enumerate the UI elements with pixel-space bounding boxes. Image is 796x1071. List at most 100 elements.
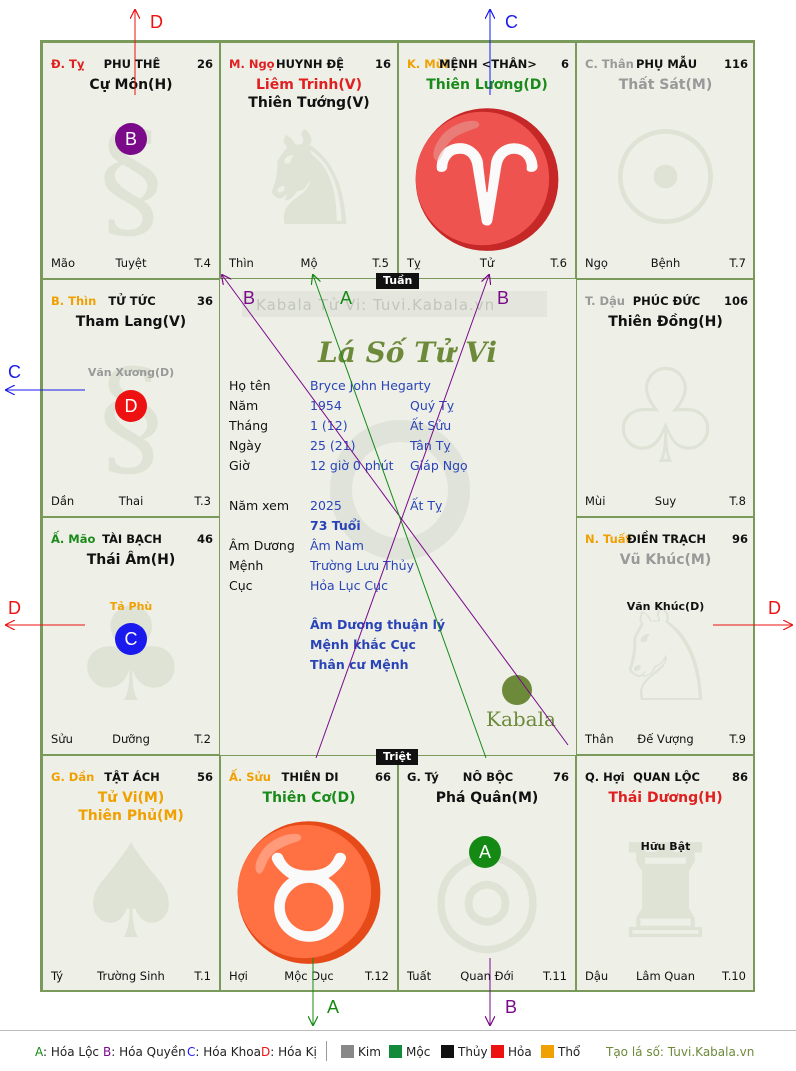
info-value: Hỏa Lục Cục <box>310 578 388 593</box>
element-label: Kim <box>358 1045 381 1059</box>
info-label: Cục <box>229 578 253 593</box>
palace-can: Ấ. Mão <box>51 532 96 546</box>
palace-truong-sinh: Trường Sinh <box>97 969 165 983</box>
palace-name: PHÚC ĐỨC <box>632 294 701 308</box>
major-star: Thiên Đồng(H) <box>608 314 723 330</box>
info-label: Mệnh <box>229 558 264 573</box>
major-star: Thái Âm(H) <box>86 552 176 568</box>
arrow-label-top-right: C <box>505 12 518 32</box>
palace-chi: Ngọ <box>585 256 608 270</box>
palace-can: K. Mùi <box>407 57 448 71</box>
arrow-label-left-mid: D <box>8 598 21 618</box>
legend-key: C <box>187 1045 196 1059</box>
transform-circle-c: C <box>115 623 147 655</box>
info-value-alt: Tân Tỵ <box>410 438 451 453</box>
info-label: Âm Dương <box>229 538 295 553</box>
center-banner-text: Kabala Tử Vi: Tuvi.Kabala.vn <box>256 296 496 314</box>
palace-name: PHU THÊ <box>103 57 161 71</box>
arrow-label-top-left: D <box>150 12 163 32</box>
info-value: 1954 <box>310 398 342 413</box>
arrow-label-left: C <box>8 362 21 382</box>
major-star: Vũ Khúc(M) <box>619 552 712 568</box>
palace-t-index: T.3 <box>194 494 211 508</box>
arrow-label-line-b2: B <box>497 288 510 308</box>
legend-divider <box>326 1041 327 1061</box>
info-value: Trường Lưu Thủy <box>310 558 414 573</box>
palace-can: T. Dậu <box>585 294 625 308</box>
info-value-alt: Ất Sửu <box>410 418 452 433</box>
legend-key: D <box>261 1045 271 1059</box>
palace-can: N. Tuất <box>585 532 632 546</box>
element-swatch-icon <box>541 1045 554 1058</box>
transform-circle-d: D <box>115 390 147 422</box>
palace-chi: Tỵ <box>407 256 421 270</box>
palace-name: TÀI BẠCH <box>102 532 162 546</box>
legend-item: C: Hóa Khoa <box>187 1045 261 1059</box>
palace-can: B. Thìn <box>51 294 97 308</box>
palace-name: MỆNH <THÂN> <box>439 57 537 71</box>
palace-name: THIÊN DI <box>281 770 339 784</box>
palace-t-index: T.12 <box>365 969 389 983</box>
palace-can: Q. Hợi <box>585 770 625 784</box>
line-hoa-loc <box>313 275 487 759</box>
major-star: Thiên Cơ(D) <box>262 790 356 806</box>
palace-t-index: T.7 <box>729 256 746 270</box>
palace-name: PHỤ MẪU <box>635 57 698 71</box>
palace-chi: Hợi <box>229 969 248 983</box>
major-star: Thiên Lương(D) <box>426 77 548 93</box>
major-star: Liêm Trinh(V) <box>256 77 362 93</box>
element-label: Thổ <box>558 1045 581 1059</box>
major-star: Tham Lang(V) <box>75 314 187 330</box>
info-note: Mệnh khắc Cục <box>310 637 416 652</box>
palace-can: G. Dần <box>51 770 95 784</box>
line-hoa-quyen-2 <box>315 275 489 759</box>
palace-footer: Tuất Quan Đới T.11 <box>407 969 567 983</box>
palace-truong-sinh: Tuyệt <box>115 256 147 270</box>
arrow-label-right-mid: D <box>768 598 781 618</box>
palace-number: 76 <box>552 770 569 784</box>
legend-item: A: Hóa Lộc <box>35 1045 99 1059</box>
palace-number: 16 <box>374 57 391 71</box>
palace-chi: Thìn <box>229 256 254 270</box>
info-value: 12 giờ 0 phút <box>310 458 394 473</box>
palace-chi: Tuất <box>407 969 432 983</box>
palace-truong-sinh: Quan Đới <box>460 969 514 983</box>
palace-number: 46 <box>196 532 213 546</box>
palace-t-index: T.11 <box>543 969 567 983</box>
legend-key: B <box>103 1045 112 1059</box>
palace-can: G. Tý <box>407 770 439 784</box>
palace-chi: Thân <box>585 732 614 746</box>
palace-name: TẬT ÁCH <box>104 770 160 784</box>
major-star: Thái Dương(H) <box>608 790 723 806</box>
palace-number: 96 <box>731 532 748 546</box>
palace-number: 106 <box>723 294 748 308</box>
palace-truong-sinh: Dưỡng <box>112 732 150 746</box>
arrow-label-line-b1: B <box>243 288 256 308</box>
palace-chi: Mão <box>51 256 76 270</box>
info-note: Âm Dương thuận lý <box>310 617 446 632</box>
info-label: Ngày <box>229 438 262 453</box>
major-star: Tử Vi(M) <box>97 790 165 806</box>
element-swatch-icon <box>389 1045 402 1058</box>
legend-element: Kim <box>341 1045 381 1059</box>
info-label: Họ tên <box>229 378 271 393</box>
palace-name: QUAN LỘC <box>633 770 700 784</box>
palace-number: 56 <box>196 770 213 784</box>
palace-truong-sinh: Suy <box>654 494 677 508</box>
major-star: Phá Quân(M) <box>435 790 539 806</box>
site-link[interactable]: Tạo lá số: Tuvi.Kabala.vn <box>606 1045 755 1059</box>
element-label: Mộc <box>406 1045 431 1059</box>
